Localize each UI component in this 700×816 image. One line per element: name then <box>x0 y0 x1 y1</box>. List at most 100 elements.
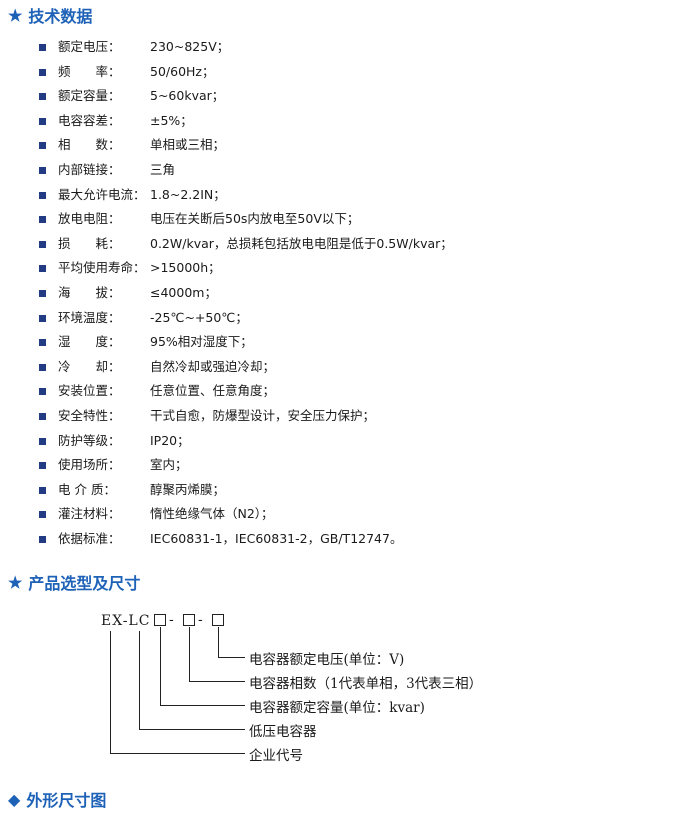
diamond-icon: ◆ <box>8 789 21 809</box>
spec-row: 防护等级： IP20； <box>0 429 690 453</box>
spec-label: 相 数： <box>58 137 121 153</box>
spec-label: 灌注材料： <box>58 506 121 522</box>
spec-row: 冷 却：自然冷却或强迫冷却； <box>0 355 690 379</box>
bullet-square-icon <box>39 437 46 445</box>
model-dash: - <box>169 612 174 628</box>
section-title-tech: ★ 技术数据 <box>8 3 92 27</box>
bullet-square-icon <box>39 486 46 494</box>
model-desc-capacity: 电容器额定容量(单位：kvar) <box>249 700 425 716</box>
spec-row: 内部链接： 三角 <box>0 158 690 182</box>
leader-line <box>139 729 245 730</box>
spec-value: 电压在关断后50s内放电至50V以下； <box>150 211 360 227</box>
spec-value: IEC60831-1，IEC60831-2，GB/T12747。 <box>150 531 403 546</box>
spec-value: 室内； <box>150 457 188 473</box>
spec-value: IP20； <box>150 432 190 448</box>
spec-row: 灌注材料： 惰性绝缘气体（N2）； <box>0 502 690 526</box>
spec-row: 放电电阻：电压在关断后50s内放电至50V以下； <box>0 207 690 231</box>
spec-value: 自然冷却或强迫冷却； <box>150 358 276 374</box>
spec-label: 平均使用寿命： <box>58 260 146 276</box>
spec-row: 额定容量：5~60kvar； <box>0 84 690 108</box>
spec-label: 内部链接： <box>58 162 121 177</box>
spec-value: >15000h； <box>150 260 221 276</box>
model-desc-voltage: 电容器额定电压(单位：V) <box>249 652 405 668</box>
spec-row: 额定电压： 230~825V； <box>0 35 690 59</box>
model-dash: - <box>198 612 203 628</box>
spec-label: 依据标准： <box>58 531 121 546</box>
section-title-text: 技术数据 <box>28 7 93 26</box>
spec-value: 惰性绝缘气体（N2）； <box>150 506 274 522</box>
spec-value: 0.2W/kvar，总损耗包括放电电阻是低于0.5W/kvar； <box>150 235 453 251</box>
bullet-square-icon <box>39 339 46 347</box>
star-icon: ★ <box>8 5 23 25</box>
leader-line <box>189 681 245 682</box>
leader-line <box>110 753 245 754</box>
model-box-capacity <box>154 614 166 626</box>
spec-value: 干式自愈，防爆型设计，安全压力保护； <box>150 408 376 423</box>
bullet-square-icon <box>39 117 46 125</box>
section-title-text: 外形尺寸图 <box>26 791 107 810</box>
spec-label: 最大允许电流： <box>58 186 146 202</box>
bullet-square-icon <box>39 265 46 273</box>
spec-row: 使用场所： 室内； <box>0 453 690 477</box>
spec-label: 额定电压： <box>58 39 121 54</box>
spec-value: ±5%； <box>150 112 193 128</box>
spec-value: 醇聚丙烯膜； <box>150 481 226 497</box>
spec-row: 最大允许电流：1.8~2.2IN； <box>0 183 690 207</box>
spec-label: 防护等级： <box>58 432 121 448</box>
star-icon: ★ <box>8 572 23 592</box>
leader-line <box>160 627 161 706</box>
spec-row: 损 耗：0.2W/kvar，总损耗包括放电电阻是低于0.5W/kvar； <box>0 232 690 256</box>
spec-value: 230~825V； <box>150 39 230 54</box>
spec-label: 频 率： <box>58 63 121 79</box>
spec-row: 依据标准： IEC60831-1，IEC60831-2，GB/T12747。 <box>0 527 690 551</box>
spec-label: 安全特性： <box>58 408 121 423</box>
spec-label: 安装位置： <box>58 383 121 399</box>
bullet-square-icon <box>39 167 46 174</box>
bullet-square-icon <box>39 240 46 248</box>
bullet-square-icon <box>39 191 46 199</box>
model-box-voltage <box>212 614 224 626</box>
bullet-square-icon <box>39 93 46 101</box>
spec-row: 电容容差： ±5%； <box>0 109 690 133</box>
spec-label: 海 拔： <box>58 285 121 300</box>
spec-value: 单相或三相； <box>150 137 226 153</box>
leader-line <box>218 657 245 658</box>
model-code: EX-LC <box>101 613 151 629</box>
spec-row: 湿 度： 95%相对湿度下； <box>0 330 690 354</box>
spec-value: 三角 <box>150 162 176 177</box>
model-desc-phase: 电容器相数（1代表单相，3代表三相） <box>249 676 483 692</box>
spec-row: 频 率： 50/60Hz； <box>0 60 690 84</box>
spec-value: 任意位置、任意角度； <box>150 383 276 399</box>
leader-line <box>110 631 111 754</box>
spec-value: 5~60kvar； <box>150 88 225 104</box>
spec-label: 电 介 质： <box>58 481 116 497</box>
spec-row: 安装位置： 任意位置、任意角度； <box>0 379 690 403</box>
bullet-square-icon <box>39 388 46 396</box>
model-diagram: EX-LC - - 电容器额定电压(单位：V) 电容器相数（1代表单相，3代表三… <box>0 610 700 770</box>
section-title-dims: ◆ 外形尺寸图 <box>8 787 106 811</box>
spec-row: 电 介 质： 醇聚丙烯膜； <box>0 478 690 502</box>
bullet-square-icon <box>39 216 46 224</box>
spec-label: 湿 度： <box>58 334 121 350</box>
spec-value: ≤4000m； <box>150 285 217 300</box>
model-box-phase <box>183 614 195 626</box>
leader-line <box>189 627 190 682</box>
spec-value: 50/60Hz； <box>150 63 215 79</box>
spec-label: 电容容差： <box>58 112 121 128</box>
spec-value: 1.8~2.2IN； <box>150 186 226 202</box>
leader-line <box>160 705 245 706</box>
bullet-square-icon <box>39 142 46 150</box>
leader-line <box>139 631 140 730</box>
section-title-text: 产品选型及尺寸 <box>28 574 141 593</box>
spec-row: 海 拔： ≤4000m； <box>0 281 690 305</box>
spec-value: -25℃~+50℃； <box>150 309 248 325</box>
bullet-square-icon <box>39 462 46 470</box>
bullet-square-icon <box>39 314 46 322</box>
bullet-square-icon <box>39 44 46 51</box>
spec-row: 安全特性： 干式自愈，防爆型设计，安全压力保护； <box>0 404 690 428</box>
spec-value: 95%相对湿度下； <box>150 334 253 350</box>
bullet-square-icon <box>39 68 46 76</box>
spec-label: 使用场所： <box>58 457 121 473</box>
leader-line <box>218 627 219 658</box>
bullet-square-icon <box>39 511 46 519</box>
